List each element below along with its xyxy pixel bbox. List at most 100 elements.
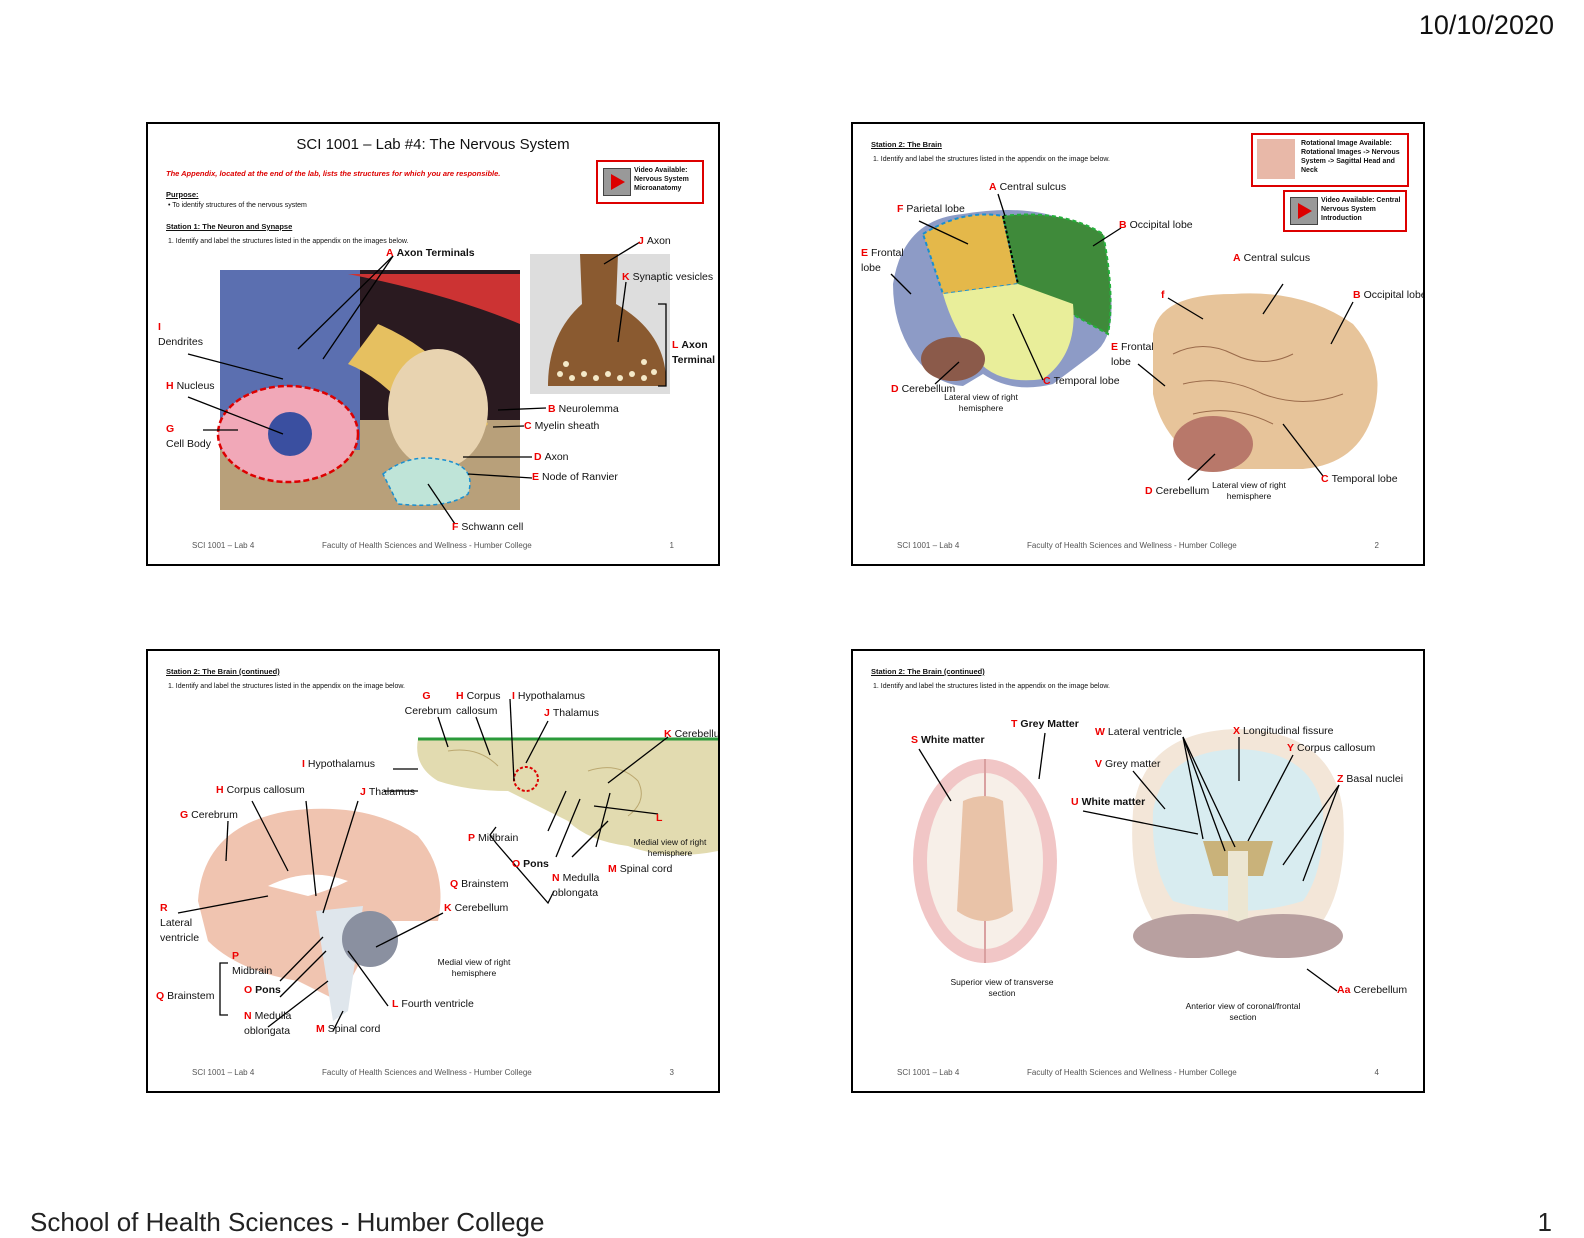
footer-faculty: Faculty of Health Sciences and Wellness … [1027,1068,1237,1077]
footer-faculty: Faculty of Health Sciences and Wellness … [1027,541,1237,550]
rotational-image-button[interactable]: Rotational Image Available: Rotational I… [1251,133,1409,187]
purpose-item: • To identify structures of the nervous … [168,202,307,209]
rotational-label: Rotational Image Available: Rotational I… [1301,140,1400,175]
label-f-right: f [1161,289,1165,301]
caption-right: Lateral view of right hemisphere [1212,480,1286,501]
footer-course: SCI 1001 – Lab 4 [192,541,255,550]
instruction: 1. Identify and label the structures lis… [873,683,1110,690]
slide-4: Station 2: The Brain (continued) 1. Iden… [851,649,1425,1093]
caption-left: Lateral view of right hemisphere [944,392,1018,413]
brain-lateral-illustrations [890,193,1378,481]
caption-top: Medial view of right hemisphere [633,837,707,858]
footer-course: SCI 1001 – Lab 4 [897,1068,960,1077]
play-icon [603,168,631,196]
page-footer-left: School of Health Sciences - Humber Colle… [30,1207,545,1237]
instruction: 1. Identify and label the structures lis… [873,156,1110,163]
caption-bottom: Medial view of right hemisphere [437,957,511,978]
slide-1: SCI 1001 – Lab #4: The Nervous System Th… [146,122,720,566]
station-heading: Station 2: The Brain [871,140,942,149]
footer-course: SCI 1001 – Lab 4 [897,541,960,550]
page-number: 1 [669,541,674,550]
slide-title: SCI 1001 – Lab #4: The Nervous System [296,136,570,153]
instruction: 1. Identify and label the structures lis… [168,238,409,245]
brain-medial-illustrations [177,698,718,1032]
head-neck-thumbnail [1257,139,1295,179]
play-icon [1290,197,1318,225]
video-available-button[interactable]: Video Available: Central Nervous System … [1283,190,1407,232]
video-label: Video Available: Central Nervous System … [1321,197,1401,223]
footer-course: SCI 1001 – Lab 4 [192,1068,255,1077]
slide-3: Station 2: The Brain (continued) 1. Iden… [146,649,720,1093]
video-available-button[interactable]: Video Available: Nervous System Microana… [596,160,704,204]
page-date: 10/10/2020 [1418,10,1554,40]
caption-right: Anterior view of coronal/frontal section [1185,1001,1301,1022]
page-number: 3 [669,1068,674,1077]
station-heading: Station 1: The Neuron and Synapse [166,222,293,231]
label-L-top: L [656,812,663,824]
video-label: Video Available: Nervous System Microana… [634,167,689,193]
footer-faculty: Faculty of Health Sciences and Wellness … [322,1068,532,1077]
page-number: 2 [1374,541,1379,550]
station-heading: Station 2: The Brain (continued) [871,667,985,676]
footer-faculty: Faculty of Health Sciences and Wellness … [322,541,532,550]
purpose-heading: Purpose: [166,190,199,199]
brain-section-illustrations [913,729,1344,992]
page-footer-right: 1 [1537,1207,1552,1237]
neuron-illustration [187,241,670,525]
slide-2: Station 2: The Brain 1. Identify and lab… [851,122,1425,566]
appendix-note: The Appendix, located at the end of the … [166,169,501,178]
caption-left: Superior view of transverse section [950,977,1054,998]
instruction: 1. Identify and label the structures lis… [168,683,405,690]
